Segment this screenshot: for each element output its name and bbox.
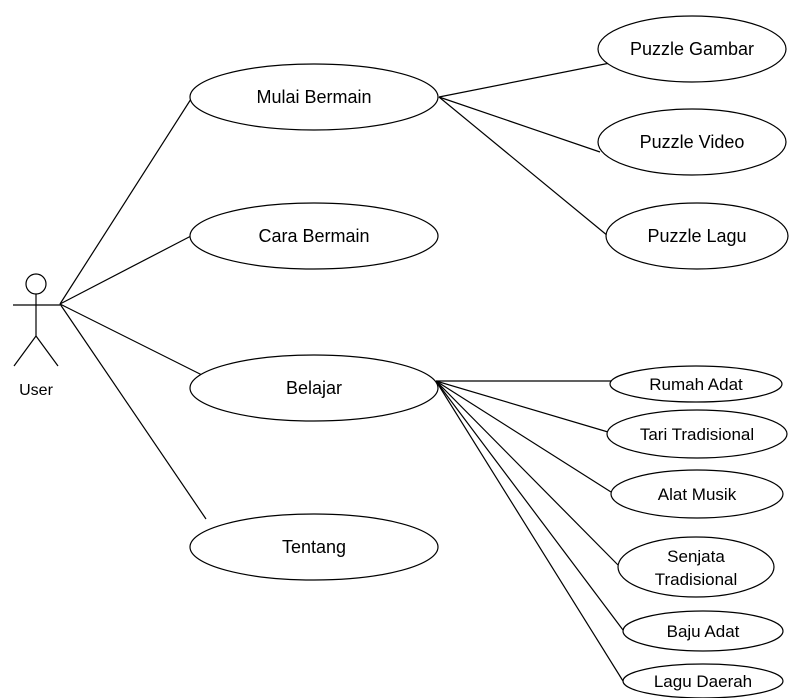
- use-case-lagu-daerah-label: Lagu Daerah: [654, 672, 752, 691]
- use-case-cara-bermain-label: Cara Bermain: [258, 226, 369, 246]
- use-case-tari-tradisional-label: Tari Tradisional: [640, 425, 754, 444]
- connector-mulai-puzzle-lagu: [438, 96, 609, 237]
- connector-belajar-senjata: [435, 380, 619, 566]
- use-case-tentang-label: Tentang: [282, 537, 346, 557]
- use-case-belajar[interactable]: [189, 354, 439, 422]
- connector-belajar-alat-musik: [435, 380, 612, 493]
- use-case-puzzle-lagu-label: Puzzle Lagu: [647, 226, 746, 246]
- connector-belajar-lagu-daerah: [435, 380, 624, 682]
- use-case-tentang[interactable]: [189, 513, 439, 581]
- use-case-baju-adat-label: Baju Adat: [667, 622, 740, 641]
- use-case-puzzle-video-label: Puzzle Video: [640, 132, 745, 152]
- use-case-puzzle-video[interactable]: [597, 108, 787, 176]
- use-case-rumah-adat-label: Rumah Adat: [649, 375, 743, 394]
- use-case-belajar-label: Belajar: [286, 378, 342, 398]
- connector-mulai-puzzle-video: [438, 96, 601, 153]
- actor-head: [25, 273, 47, 295]
- actor-left-leg: [13, 335, 37, 367]
- connector-user-tentang: [59, 303, 207, 520]
- use-case-senjata-tradisional-label-line1: Senjata: [667, 547, 725, 566]
- use-case-puzzle-gambar[interactable]: [597, 15, 787, 83]
- use-case-tari-tradisional[interactable]: [606, 409, 788, 459]
- use-case-baju-adat[interactable]: [622, 610, 784, 652]
- connector-user-belajar: [59, 303, 207, 378]
- actor-user: [13, 273, 60, 367]
- use-case-senjata-tradisional-label-line2: Tradisional: [655, 570, 738, 589]
- connector-mulai-puzzle-gambar: [438, 62, 611, 98]
- use-case-mulai-bermain-label: Mulai Bermain: [256, 87, 371, 107]
- connector-belajar-tari: [435, 380, 609, 433]
- use-case-puzzle-gambar-label: Puzzle Gambar: [630, 39, 754, 59]
- use-case-senjata-tradisional[interactable]: [617, 536, 775, 598]
- actor-right-leg: [35, 335, 59, 367]
- connector-belajar-baju: [435, 380, 624, 631]
- use-case-alat-musik[interactable]: [610, 469, 784, 519]
- use-case-cara-bermain[interactable]: [189, 202, 439, 270]
- use-case-mulai-bermain[interactable]: [189, 63, 439, 131]
- actor-label: User: [19, 382, 53, 399]
- use-case-puzzle-lagu[interactable]: [605, 202, 789, 270]
- use-case-alat-musik-label: Alat Musik: [658, 485, 737, 504]
- connector-user-mulai: [59, 98, 192, 305]
- connectors: [59, 62, 624, 682]
- use-case-rumah-adat[interactable]: [609, 365, 783, 403]
- use-case-lagu-daerah[interactable]: [622, 663, 784, 698]
- connector-user-cara: [59, 235, 192, 305]
